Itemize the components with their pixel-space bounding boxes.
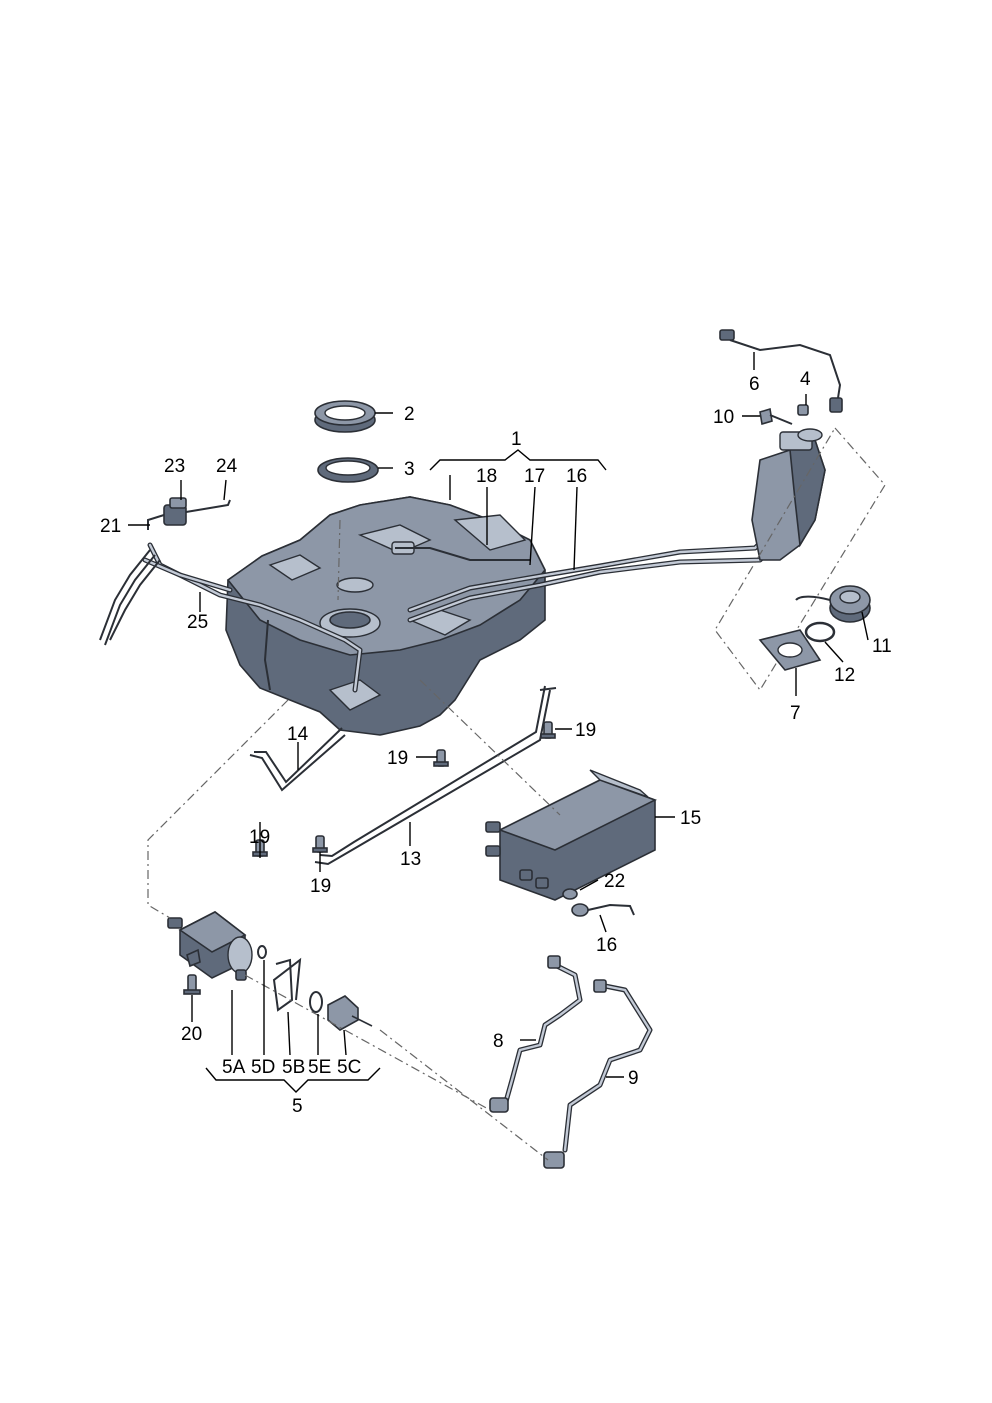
label-13: 13 [400,849,421,870]
hose-9[interactable] [543,979,653,1169]
hose-8[interactable] [489,955,583,1113]
label-19b: 19 [575,720,596,741]
label-16: 16 [566,466,587,487]
o-ring-5e[interactable] [309,991,323,1013]
filler-cap[interactable] [795,585,871,623]
label-19d: 19 [310,876,331,897]
label-10: 10 [713,407,734,428]
label-5: 5 [292,1096,303,1117]
bolt-19a[interactable] [433,749,449,767]
label-3: 3 [404,459,415,480]
bolt-10[interactable] [759,407,793,426]
dash-tank-to-pump [147,699,289,919]
label-24: 24 [216,456,238,477]
locking-ring[interactable] [314,400,376,433]
label-5e: 5E [308,1057,331,1078]
label-19a: 19 [387,748,408,769]
label-25: 25 [187,612,208,633]
label-17: 17 [524,466,545,487]
label-5b: 5B [282,1057,305,1078]
detail-frame [714,426,886,692]
filler-neck[interactable] [751,428,826,561]
label-8: 8 [493,1031,504,1052]
label-14: 14 [287,724,309,745]
retainer-5b[interactable] [272,957,302,1012]
tank-strap-14[interactable] [249,727,346,792]
label-16b: 16 [596,935,617,956]
o-ring-12[interactable] [804,621,836,643]
dash-ring-to-tank [337,519,341,601]
label-1: 1 [511,429,522,450]
nut[interactable] [797,404,809,416]
label-5c: 5C [337,1057,361,1078]
fuel-lines [99,517,793,693]
gasket-7[interactable] [758,629,822,671]
part-labels: 1 2 3 4 5 5A 5D 5B 5E 5C 6 7 8 9 10 11 1… [100,369,892,1117]
dash-connector-to-hose9 [379,1029,549,1161]
label-18: 18 [476,466,497,487]
bolt-19b[interactable] [540,721,556,739]
bolt-19d[interactable] [312,835,328,853]
label-19c: 19 [249,827,270,848]
seal-ring[interactable] [317,457,379,483]
fuel-filter-assembly[interactable] [167,911,253,981]
seal-5d[interactable] [257,945,267,959]
label-15: 15 [680,808,701,829]
label-6: 6 [749,374,760,395]
vent-hose-16b[interactable] [562,888,635,917]
label-21: 21 [100,516,121,537]
label-12: 12 [834,665,855,686]
charcoal-canister[interactable] [485,769,658,901]
fuel-tank[interactable] [225,496,546,736]
label-4: 4 [800,369,811,390]
label-5d: 5D [251,1057,275,1078]
leader-lines [128,352,869,1093]
label-5a: 5A [222,1057,246,1078]
label-22: 22 [604,871,625,892]
label-7: 7 [790,703,801,724]
dash-pump-to-hoses [244,974,491,1111]
sensor-wire[interactable] [719,329,843,413]
label-11: 11 [872,636,892,657]
bolt-20[interactable] [183,974,201,995]
dash-tank-to-canister [419,679,561,816]
connector-5c[interactable] [327,995,373,1031]
label-20: 20 [181,1024,202,1045]
label-2: 2 [404,404,415,425]
label-23: 23 [164,456,185,477]
vent-valve[interactable] [147,497,231,530]
label-9: 9 [628,1068,639,1089]
